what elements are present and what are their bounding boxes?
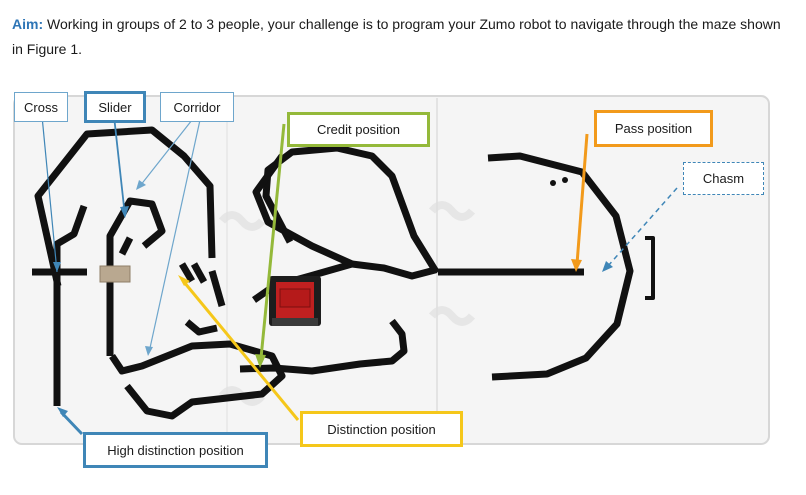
pass-pointer [575,133,589,265]
slider-pad [99,265,131,283]
credit-pointer [259,123,286,359]
callout-pass-position: Pass position [594,110,713,147]
distinction-pointer [182,281,300,421]
track-slider-loop [106,197,166,356]
callout-high-distinction-position: High distinction position [83,432,268,468]
track-outer-loop [34,126,216,287]
callout-chasm: Chasm [683,162,764,195]
zumo-robot [269,276,321,326]
corridor-pointer-1 [139,119,193,187]
slider-pointer [113,115,126,217]
high-distinction-pointer [59,410,84,436]
cross-pointer [41,115,58,273]
maze-track [32,126,655,420]
track-right-d [487,152,634,381]
callout-slider: Slider [84,91,146,123]
callout-corridor: Corridor [160,92,234,122]
chasm-bracket [645,236,655,300]
corridor-pointer-2 [149,119,201,349]
callout-cross: Cross [14,92,68,122]
callout-distinction-position: Distinction position [300,411,463,447]
track-left-line [53,204,88,406]
maze-figure [13,95,770,445]
aim-paragraph: Aim: Working in groups of 2 to 3 people,… [12,12,792,62]
aim-text: Working in groups of 2 to 3 people, your… [12,16,781,57]
aim-label: Aim: [12,16,44,32]
callout-credit-position: Credit position [287,112,430,147]
